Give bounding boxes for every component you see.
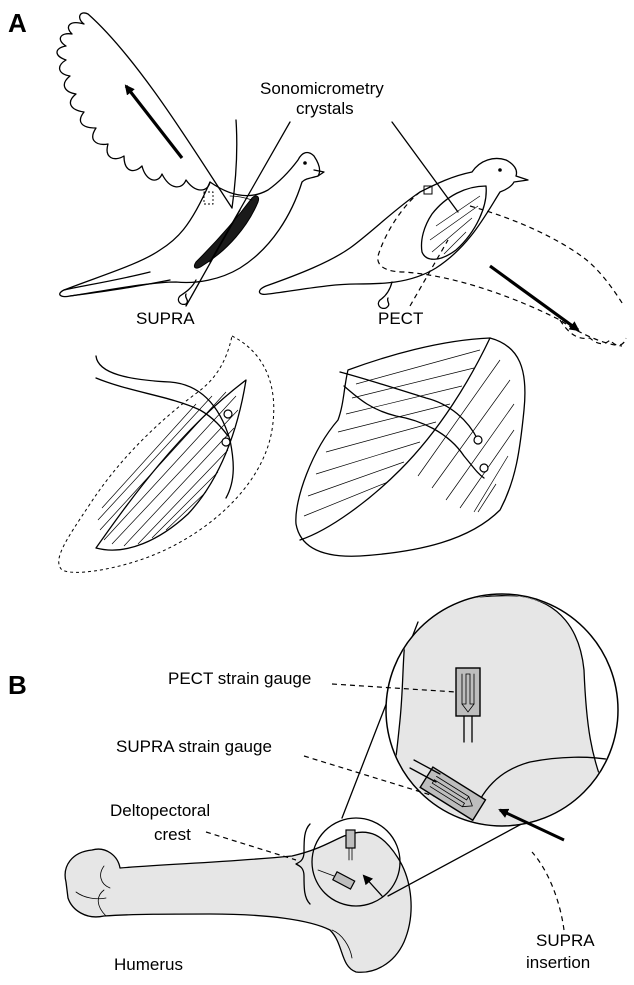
label-humerus: Humerus bbox=[114, 955, 183, 974]
label-supra-insertion-2: insertion bbox=[526, 953, 590, 972]
arrow-up-left-icon bbox=[126, 86, 182, 158]
pect-strain-gauge-small bbox=[346, 830, 355, 848]
leader-supra-insertion bbox=[532, 852, 564, 930]
label-supra: SUPRA bbox=[136, 309, 195, 328]
label-deltopectoral-2: crest bbox=[154, 825, 191, 844]
leader-supra bbox=[186, 210, 240, 306]
bird-upstroke bbox=[57, 13, 324, 304]
label-pect: PECT bbox=[378, 309, 423, 328]
label-supra-strain-gauge: SUPRA strain gauge bbox=[116, 737, 272, 756]
leader-sono-pect bbox=[392, 122, 458, 212]
pect-strain-gauge-large bbox=[456, 668, 480, 716]
label-supra-insertion-1: SUPRA bbox=[536, 931, 595, 950]
label-pect-strain-gauge: PECT strain gauge bbox=[168, 669, 311, 688]
magnified-crest bbox=[380, 594, 618, 840]
supra-muscle-enlarged bbox=[59, 336, 274, 572]
leader-deltopectoral bbox=[206, 832, 296, 860]
arrow-down-right-icon bbox=[490, 266, 578, 330]
leader-pect bbox=[410, 240, 448, 306]
panel-label-a: A bbox=[8, 8, 27, 38]
bird-downstroke bbox=[259, 159, 626, 347]
label-deltopectoral-1: Deltopectoral bbox=[110, 801, 210, 820]
humerus-bone bbox=[65, 832, 411, 972]
pect-muscle-enlarged bbox=[296, 338, 525, 556]
panel-label-b: B bbox=[8, 670, 27, 700]
label-sonomicrometry-2: crystals bbox=[296, 99, 354, 118]
label-sonomicrometry-1: Sonomicrometry bbox=[260, 79, 384, 98]
